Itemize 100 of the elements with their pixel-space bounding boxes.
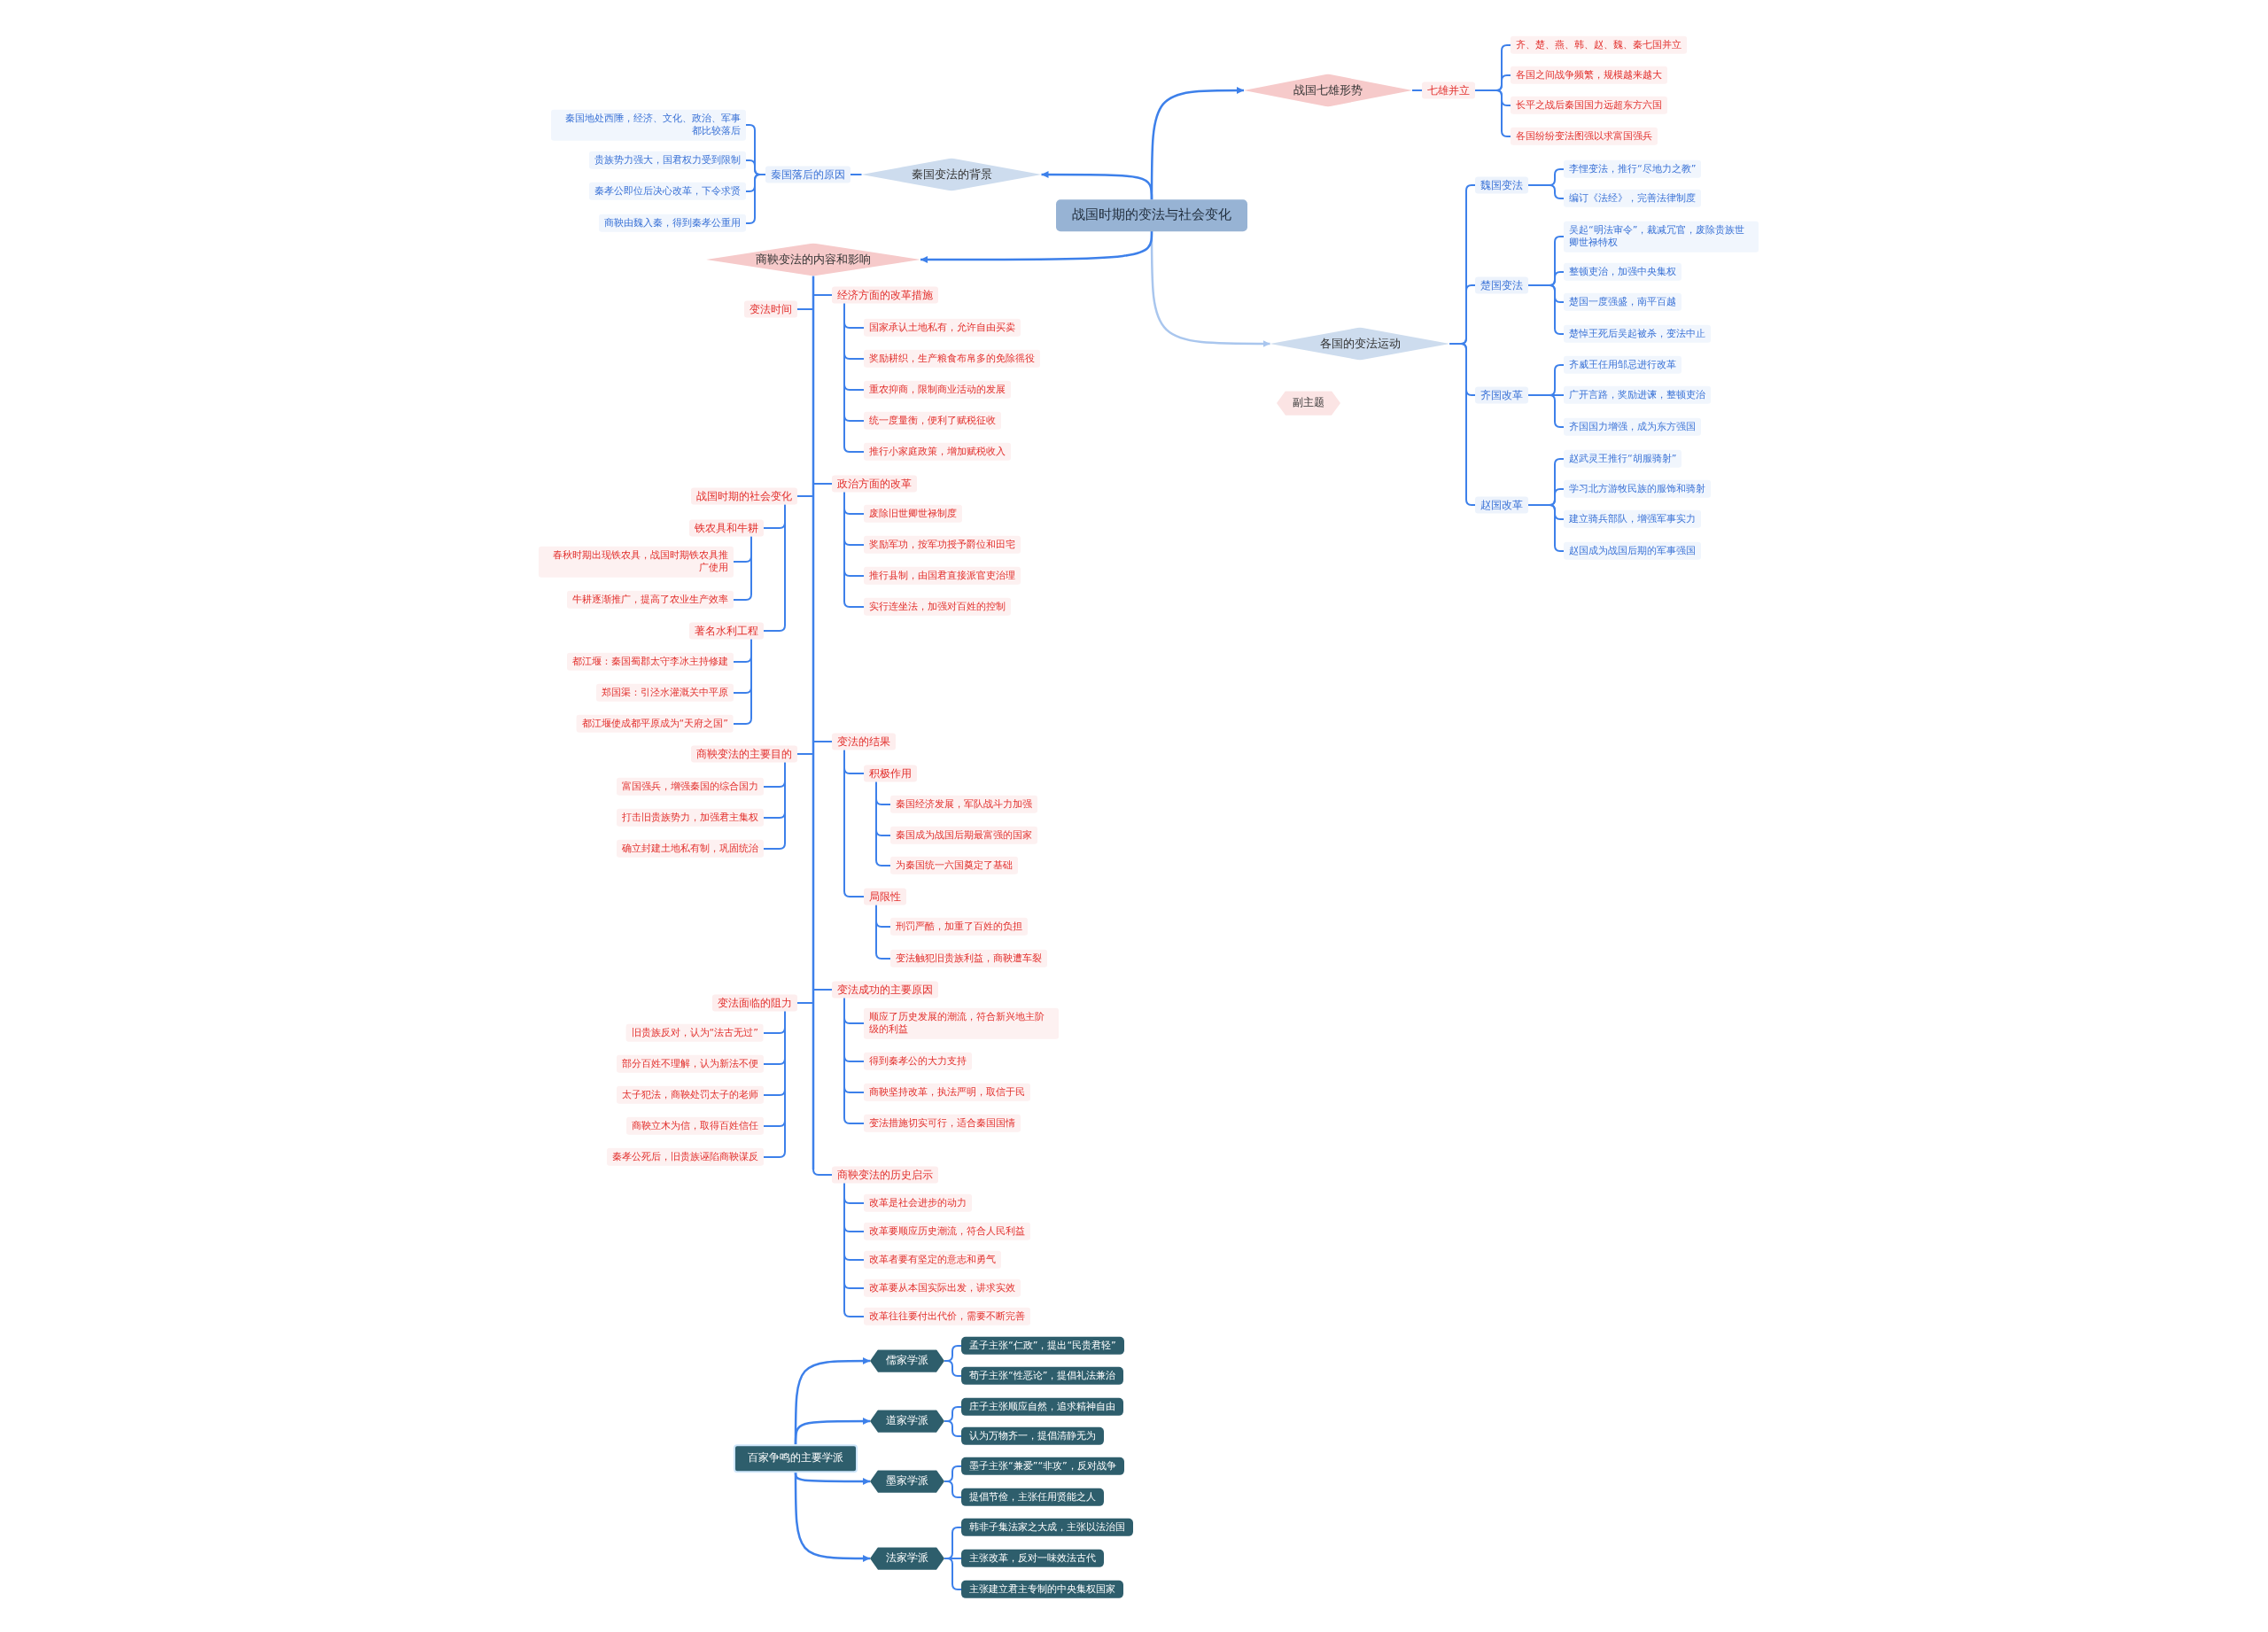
detail-item: 秦国经济发展，军队战斗力加强 [890, 795, 1037, 814]
subtopic-label: 商鞅变法的主要目的 [691, 745, 797, 763]
subtopic-label: 局限性 [864, 888, 906, 905]
detail-item: 提倡节俭，主张任用贤能之人 [961, 1488, 1104, 1507]
detail-item: 刑罚严酷，加重了百姓的负担 [890, 917, 1028, 936]
connector [733, 535, 752, 601]
subtopic-label: 商鞅变法的历史启示 [832, 1166, 938, 1184]
detail-item: 都江堰使成都平原成为“天府之国” [576, 714, 734, 734]
connector [850, 174, 863, 175]
detail-item: 改革往往要付出代价，需要不断完善 [864, 1307, 1030, 1326]
branch-topic: 墨家学派 [870, 1470, 944, 1493]
detail-item: 牛耕逐渐推广，提高了农业生产效率 [567, 590, 734, 610]
detail-item: 各国纷纷变法图强以求富国强兵 [1511, 127, 1658, 146]
branch-topic: 法家学派 [870, 1547, 944, 1570]
detail-item: 编订《法经》，完善法律制度 [1564, 189, 1701, 208]
connector [812, 276, 815, 1170]
subtopic-label: 变法时间 [744, 300, 797, 318]
arrow [794, 1472, 870, 1562]
detail-item: 贵族势力强大，国君权力受到限制 [589, 151, 746, 170]
detail-item: 商鞅坚持改革，执法严明，取信于民 [864, 1083, 1030, 1102]
connector [843, 302, 865, 453]
connector [843, 1182, 865, 1317]
subtopic-label: 秦国落后的原因 [765, 166, 850, 183]
subtopic-label: 七雄并立 [1422, 82, 1475, 99]
detail-item: 李悝变法，推行“尽地力之教” [1564, 159, 1702, 179]
connector [763, 1010, 786, 1158]
connector [812, 741, 833, 742]
connector [812, 294, 833, 296]
connector [812, 1169, 833, 1176]
detail-item: 变法措施切实可行，适合秦国国情 [864, 1114, 1021, 1133]
subtopic-label: 魏国变法 [1475, 176, 1528, 194]
connector [745, 174, 766, 224]
detail-item: 赵国成为战国后期的军事强国 [1564, 541, 1701, 561]
detail-item: 变法触犯旧贵族利益，商鞅遭车裂 [890, 949, 1047, 968]
detail-item: 秦孝公即位后决心改革，下令求贤 [589, 182, 746, 201]
detail-item: 为秦国统一六国奠定了基础 [890, 856, 1018, 875]
detail-item: 打击旧贵族势力，加强君主集权 [617, 808, 764, 828]
detail-item: 改革要顺应历史潮流，符合人民利益 [864, 1222, 1030, 1241]
detail-item: 各国之间战争频繁，规模越来越大 [1511, 66, 1667, 85]
subtopic-label: 著名水利工程 [689, 622, 764, 640]
connector [843, 749, 865, 898]
detail-item: 秦孝公死后，旧贵族诬陷商鞅谋反 [607, 1147, 764, 1167]
floating-topic: 副主题 [1277, 391, 1340, 416]
detail-item: 韩非子集法家之大成，主张以法治国 [961, 1518, 1133, 1537]
detail-item: 商鞅由魏入秦，得到秦孝公重用 [599, 214, 746, 233]
connector [763, 503, 786, 632]
detail-item: 齐威王任用邹忌进行改革 [1564, 355, 1682, 375]
detail-item: 庄子主张顺应自然，追求精神自由 [961, 1397, 1123, 1417]
detail-item: 顺应了历史发展的潮流，符合新兴地主阶级的利益 [864, 1007, 1059, 1039]
connector [812, 483, 833, 485]
connector [1411, 89, 1423, 91]
detail-item: 统一度量衡，便利了赋税征收 [864, 411, 1001, 431]
detail-item: 春秋时期出现铁农具，战国时期铁农具推广使用 [539, 546, 734, 578]
detail-item: 奖励耕织，生产粮食布帛多的免除徭役 [864, 349, 1040, 369]
detail-item: 确立封建土地私有制，巩固统治 [617, 839, 764, 859]
detail-item: 改革是社会进步的动力 [864, 1193, 972, 1213]
subtopic-label: 铁农具和牛耕 [689, 519, 764, 537]
subtopic-label: 政治方面的改革 [832, 475, 917, 493]
topic-diamond: 秦国变法的背景 [861, 158, 1042, 191]
detail-item: 都江堰：秦国蜀郡太守李冰主持修建 [567, 652, 734, 672]
detail-item: 奖励军功，按军功授予爵位和田宅 [864, 535, 1021, 555]
detail-item: 楚国一度强盛，南平百越 [1564, 292, 1682, 312]
detail-item: 吴起“明法审令”，裁减冗官，废除贵族世卿世禄特权 [1564, 221, 1759, 253]
connector [1527, 394, 1565, 428]
connector [1449, 343, 1476, 506]
connector [875, 781, 891, 867]
topic-diamond: 商鞅变法的内容和影响 [706, 243, 920, 276]
detail-item: 改革要从本国实际出发，讲求实效 [864, 1278, 1021, 1298]
arrow [794, 1418, 870, 1445]
detail-item: 荀子主张“性恶论”，提倡礼法兼治 [961, 1366, 1124, 1386]
detail-item: 长平之战后秦国国力远超东方六国 [1511, 96, 1667, 115]
detail-item: 主张建立君主专制的中央集权国家 [961, 1580, 1123, 1599]
detail-item: 齐国国力增强，成为东方强国 [1564, 417, 1701, 437]
root-topic: 百家争鸣的主要学派 [734, 1444, 858, 1473]
topic-diamond: 各国的变法运动 [1270, 327, 1450, 361]
detail-item: 秦国成为战国后期最富强的国家 [890, 826, 1037, 845]
detail-item: 齐、楚、燕、韩、赵、魏、秦七国并立 [1511, 35, 1687, 55]
detail-item: 孟子主张“仁政”，提出“民贵君轻” [961, 1336, 1124, 1356]
detail-item: 广开言路，奖励进谏，整顿吏治 [1564, 385, 1711, 405]
detail-item: 废除旧世卿世禄制度 [864, 504, 962, 524]
connector [763, 761, 786, 850]
detail-item: 推行县制，由国君直接派官吏治理 [864, 566, 1021, 586]
connector [875, 904, 891, 960]
connector [1527, 184, 1565, 199]
subtopic-label: 经济方面的改革措施 [832, 286, 938, 304]
connector [733, 638, 752, 725]
detail-item: 郑国渠：引泾水灌溉关中平原 [596, 683, 734, 703]
detail-item: 富国强兵，增强秦国的综合国力 [617, 777, 764, 797]
connector [796, 1002, 814, 1004]
detail-item: 整顿吏治，加强中央集权 [1564, 262, 1682, 282]
detail-item: 得到秦孝公的大力支持 [864, 1052, 972, 1071]
connector [1527, 284, 1565, 335]
arrow [920, 230, 1153, 263]
detail-item: 太子犯法，商鞅处罚太子的老师 [617, 1085, 764, 1105]
subtopic-label: 齐国改革 [1475, 386, 1528, 404]
connector [1474, 89, 1511, 137]
detail-item: 推行小家庭政策，增加赋税收入 [864, 442, 1011, 462]
central-topic: 战国时期的变法与社会变化 [1056, 199, 1247, 231]
detail-item: 楚悼王死后吴起被杀，变法中止 [1564, 324, 1711, 344]
branch-topic: 儒家学派 [870, 1349, 944, 1372]
